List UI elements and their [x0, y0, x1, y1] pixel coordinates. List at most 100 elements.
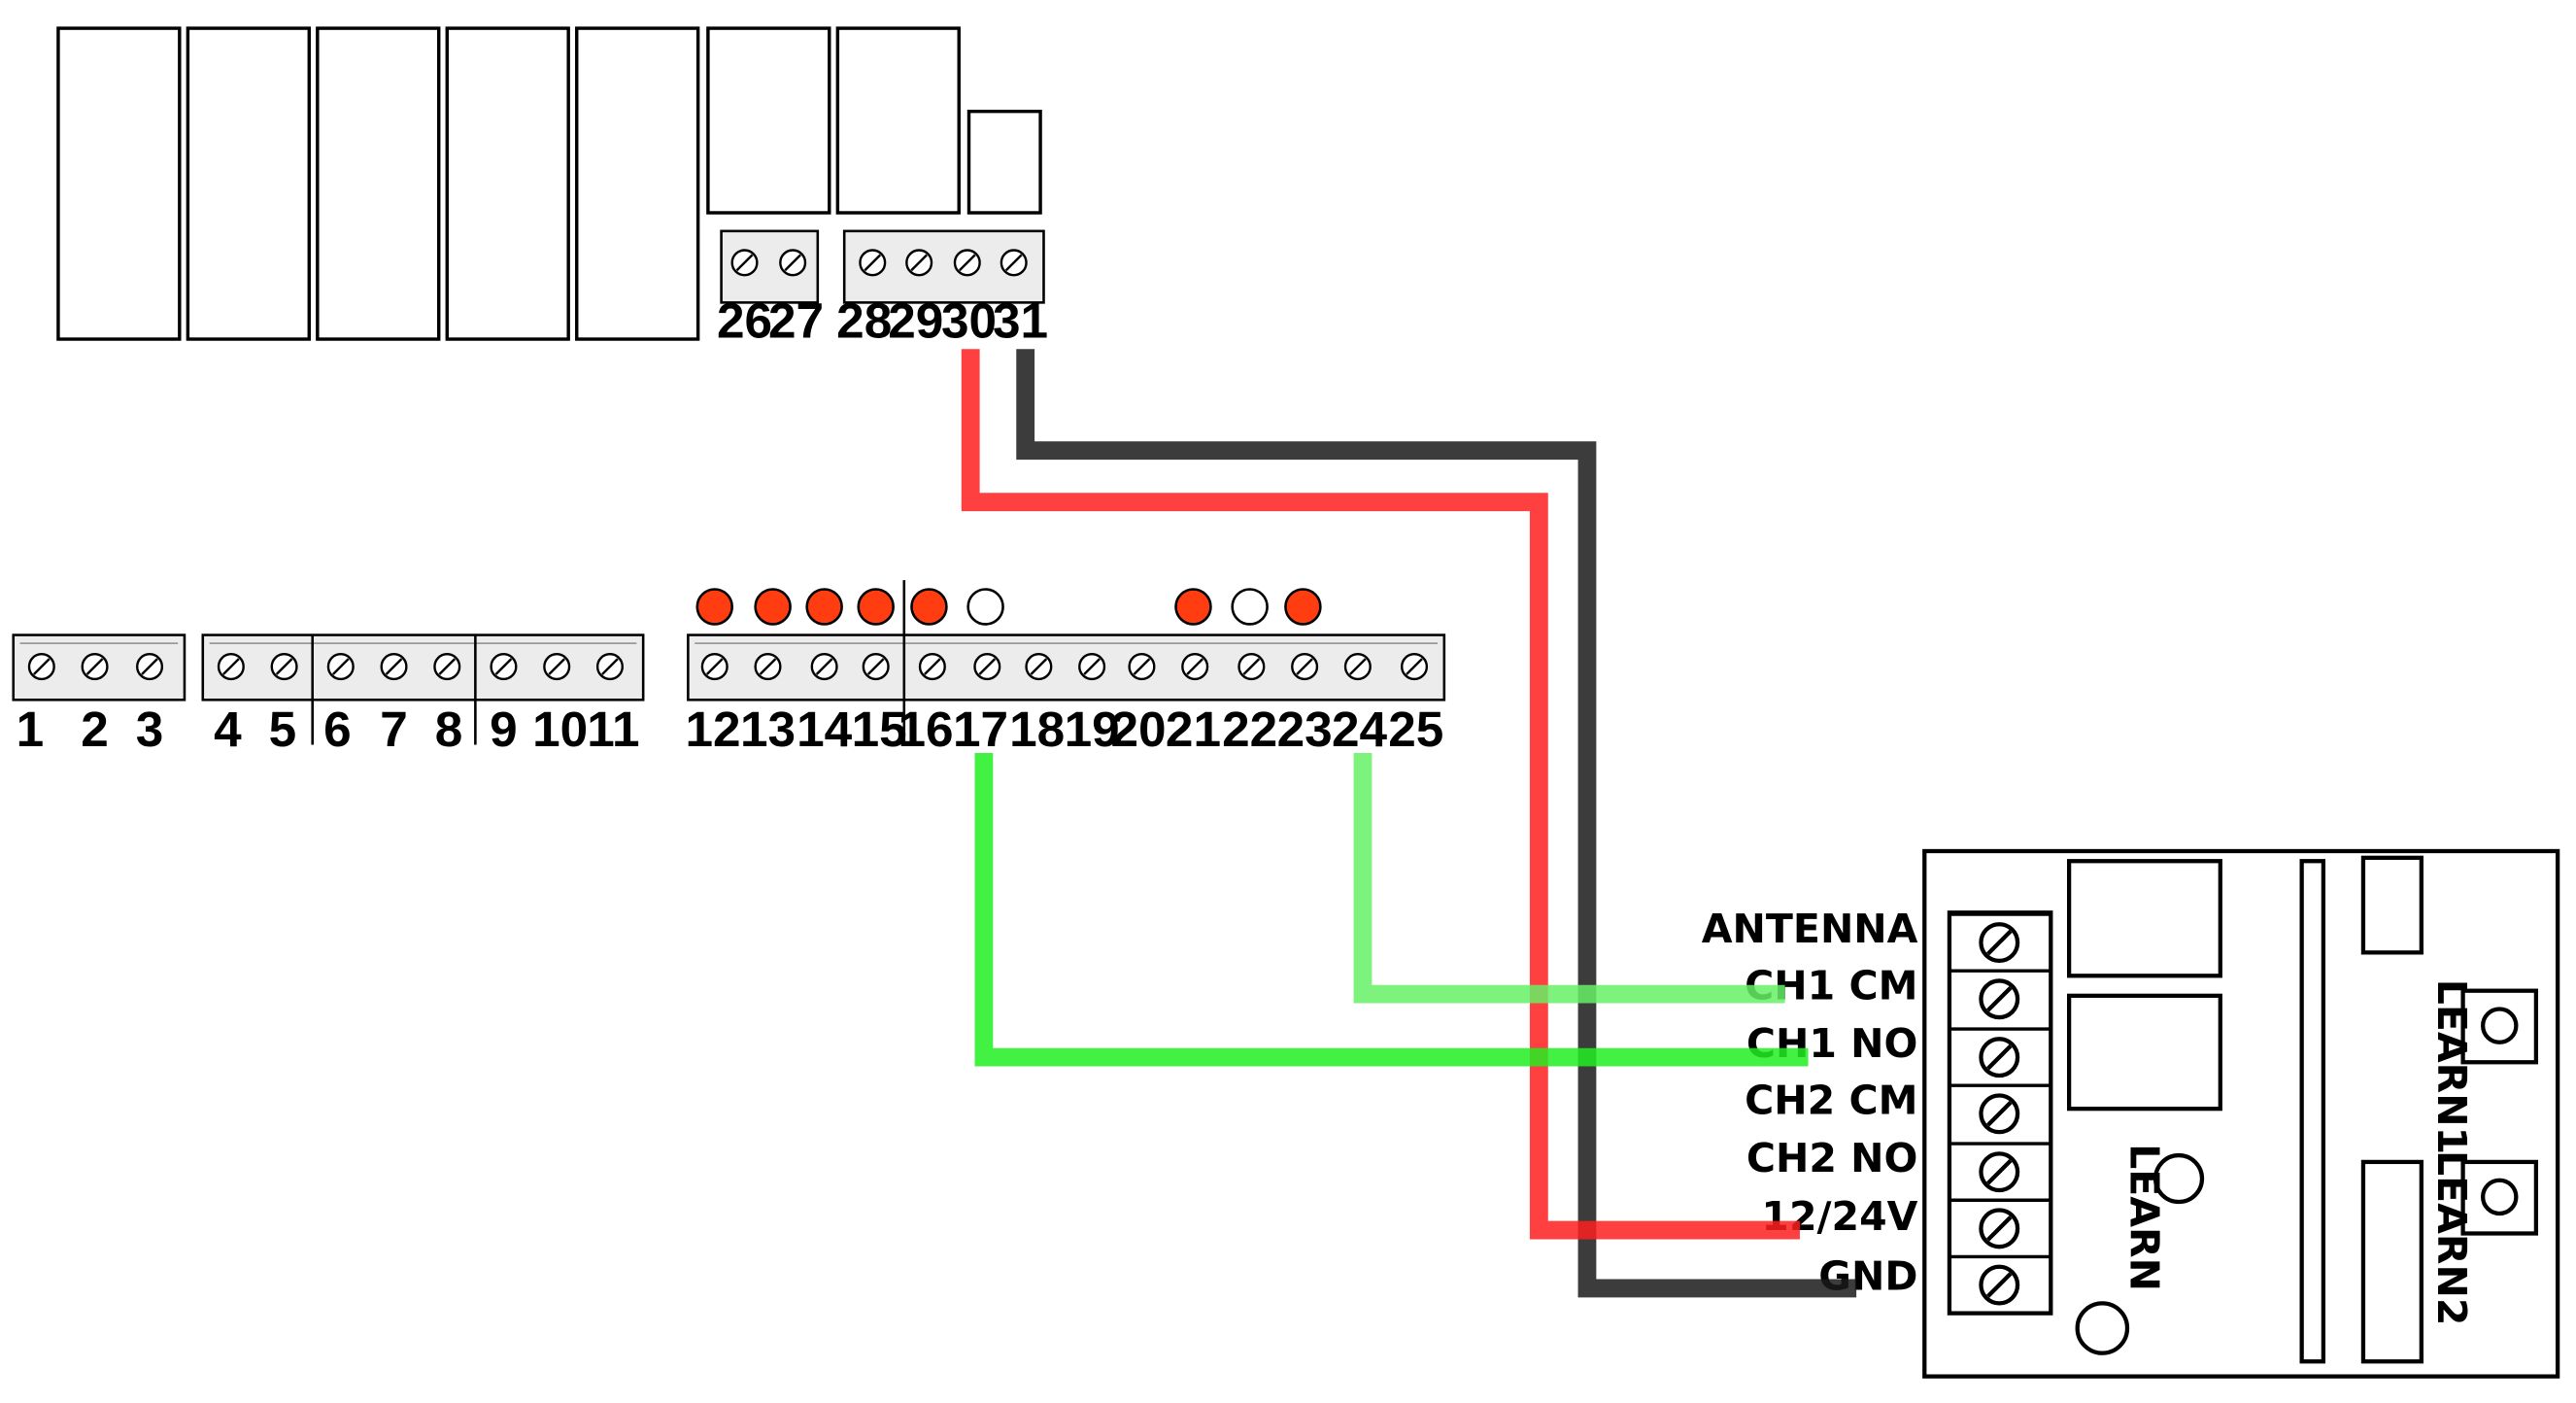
terminal-number: 26	[717, 292, 772, 348]
screw-terminal[interactable]	[1025, 653, 1053, 681]
terminal-number: 22	[1222, 702, 1277, 757]
screw-terminal[interactable]	[81, 653, 109, 681]
screw-terminal[interactable]	[1979, 978, 2020, 1020]
screw-terminal[interactable]	[433, 653, 461, 681]
terminal-number: 16	[898, 702, 953, 757]
screw-terminal[interactable]	[326, 653, 355, 681]
screw-terminal[interactable]	[136, 653, 164, 681]
relay-block	[706, 26, 831, 215]
screw-terminal[interactable]	[1128, 653, 1156, 681]
screw-terminal[interactable]	[1181, 653, 1209, 681]
screw-terminal[interactable]	[700, 653, 729, 681]
receiver-relay	[2066, 859, 2222, 978]
indicator-leds	[695, 588, 1322, 626]
main-terminal-numbers: 1 2 3 4 5 6 7 8 9 10 11 12 13 14 15 16 1…	[17, 702, 1444, 757]
terminal-number: 6	[323, 702, 352, 757]
learn2-label: LEARN2	[2428, 1150, 2475, 1325]
terminal-number: 10	[532, 702, 588, 757]
top-terminal-numbers: 26 27 28 29 30 31	[717, 292, 1048, 348]
indicator-led	[1284, 588, 1322, 626]
screw-terminal[interactable]	[1291, 653, 1319, 681]
indicator-led	[1174, 588, 1212, 626]
screw-terminal[interactable]	[1979, 1093, 2020, 1135]
indicator-led	[966, 588, 1004, 626]
screw-terminal[interactable]	[1237, 653, 1266, 681]
relay-block	[316, 26, 441, 341]
screw-terminal[interactable]	[380, 653, 408, 681]
screw-terminal[interactable]	[905, 249, 933, 277]
wire-black-gnd	[1016, 349, 1857, 1298]
wires	[961, 349, 1857, 1298]
receiver-terminal-label: ANTENNA	[1702, 906, 1918, 952]
terminal-number: 14	[797, 702, 853, 757]
terminal-number: 13	[740, 702, 796, 757]
terminal-number: 9	[490, 702, 518, 757]
screw-terminal[interactable]	[810, 653, 838, 681]
screw-terminal[interactable]	[217, 653, 245, 681]
main-screws	[27, 653, 1429, 681]
terminal-number: 27	[768, 292, 824, 348]
learn-label: LEARN	[2120, 1144, 2167, 1291]
receiver-terminal-label: CH2 NO	[1746, 1135, 1918, 1181]
wire-light-green-ch1-cm	[1353, 753, 1785, 1004]
terminal-number: 5	[269, 702, 297, 757]
terminal-number: 17	[953, 702, 1008, 757]
terminal-number: 1	[17, 702, 45, 757]
screw-terminal[interactable]	[862, 653, 890, 681]
screw-terminal[interactable]	[918, 653, 946, 681]
screw-terminal[interactable]	[1979, 1264, 2020, 1306]
screw-terminal[interactable]	[1000, 249, 1028, 277]
screw-terminal[interactable]	[779, 249, 807, 277]
screw-terminal[interactable]	[754, 653, 782, 681]
terminal-number: 2	[81, 702, 109, 757]
screw-terminal[interactable]	[1078, 653, 1106, 681]
screw-terminal[interactable]	[27, 653, 55, 681]
terminal-number: 4	[214, 702, 242, 757]
receiver-button-labels: LEARN1 LEARN2 LEARN	[2120, 979, 2475, 1326]
screw-terminal[interactable]	[973, 653, 1001, 681]
relay-block	[56, 26, 182, 341]
learn2-button[interactable]	[2480, 1178, 2519, 1216]
screw-terminal[interactable]	[1979, 1151, 2020, 1193]
terminal-number: 3	[136, 702, 164, 757]
relay-block	[445, 26, 570, 341]
learn-led	[2152, 1152, 2205, 1205]
relay-block	[835, 26, 961, 215]
screw-terminal[interactable]	[953, 249, 981, 277]
screw-terminal[interactable]	[490, 653, 518, 681]
screw-terminal[interactable]	[730, 249, 759, 277]
receiver-terminal-labels: ANTENNA CH1 CM CH1 NO CH2 CM CH2 NO 12/2…	[1702, 906, 1918, 1300]
screw-terminal[interactable]	[859, 249, 887, 277]
indicator-led	[910, 588, 948, 626]
terminal-number: 24	[1332, 702, 1388, 757]
receiver-relay	[2066, 993, 2222, 1112]
screw-terminal[interactable]	[595, 653, 624, 681]
receiver-component	[2360, 1159, 2423, 1364]
screw-terminal[interactable]	[1343, 653, 1372, 681]
indicator-led	[805, 588, 843, 626]
terminal-number: 20	[1110, 702, 1166, 757]
screw-terminal[interactable]	[1979, 1208, 2020, 1249]
indicator-led	[695, 588, 733, 626]
learn1-button-housing	[2460, 988, 2539, 1065]
wire-red-12-24v	[961, 349, 1800, 1240]
terminal-number: 28	[836, 292, 892, 348]
screw-terminal[interactable]	[1979, 1037, 2020, 1078]
learn1-button[interactable]	[2480, 1007, 2519, 1044]
receiver-module	[1922, 848, 2560, 1379]
receiver-led	[2075, 1301, 2130, 1355]
learn1-label: LEARN1	[2428, 979, 2475, 1154]
receiver-screws	[1949, 912, 2051, 1306]
terminal-number: 11	[587, 702, 639, 757]
terminal-number: 25	[1388, 702, 1443, 757]
top-screws	[730, 249, 1028, 277]
terminal-number: 23	[1277, 702, 1333, 757]
screw-terminal[interactable]	[270, 653, 298, 681]
screw-terminal[interactable]	[1400, 653, 1429, 681]
wire-green-ch1-no	[974, 753, 1809, 1067]
terminal-number: 15	[852, 702, 907, 757]
screw-terminal[interactable]	[543, 653, 571, 681]
screw-terminal[interactable]	[1979, 922, 2020, 964]
terminal-number: 21	[1166, 702, 1221, 757]
